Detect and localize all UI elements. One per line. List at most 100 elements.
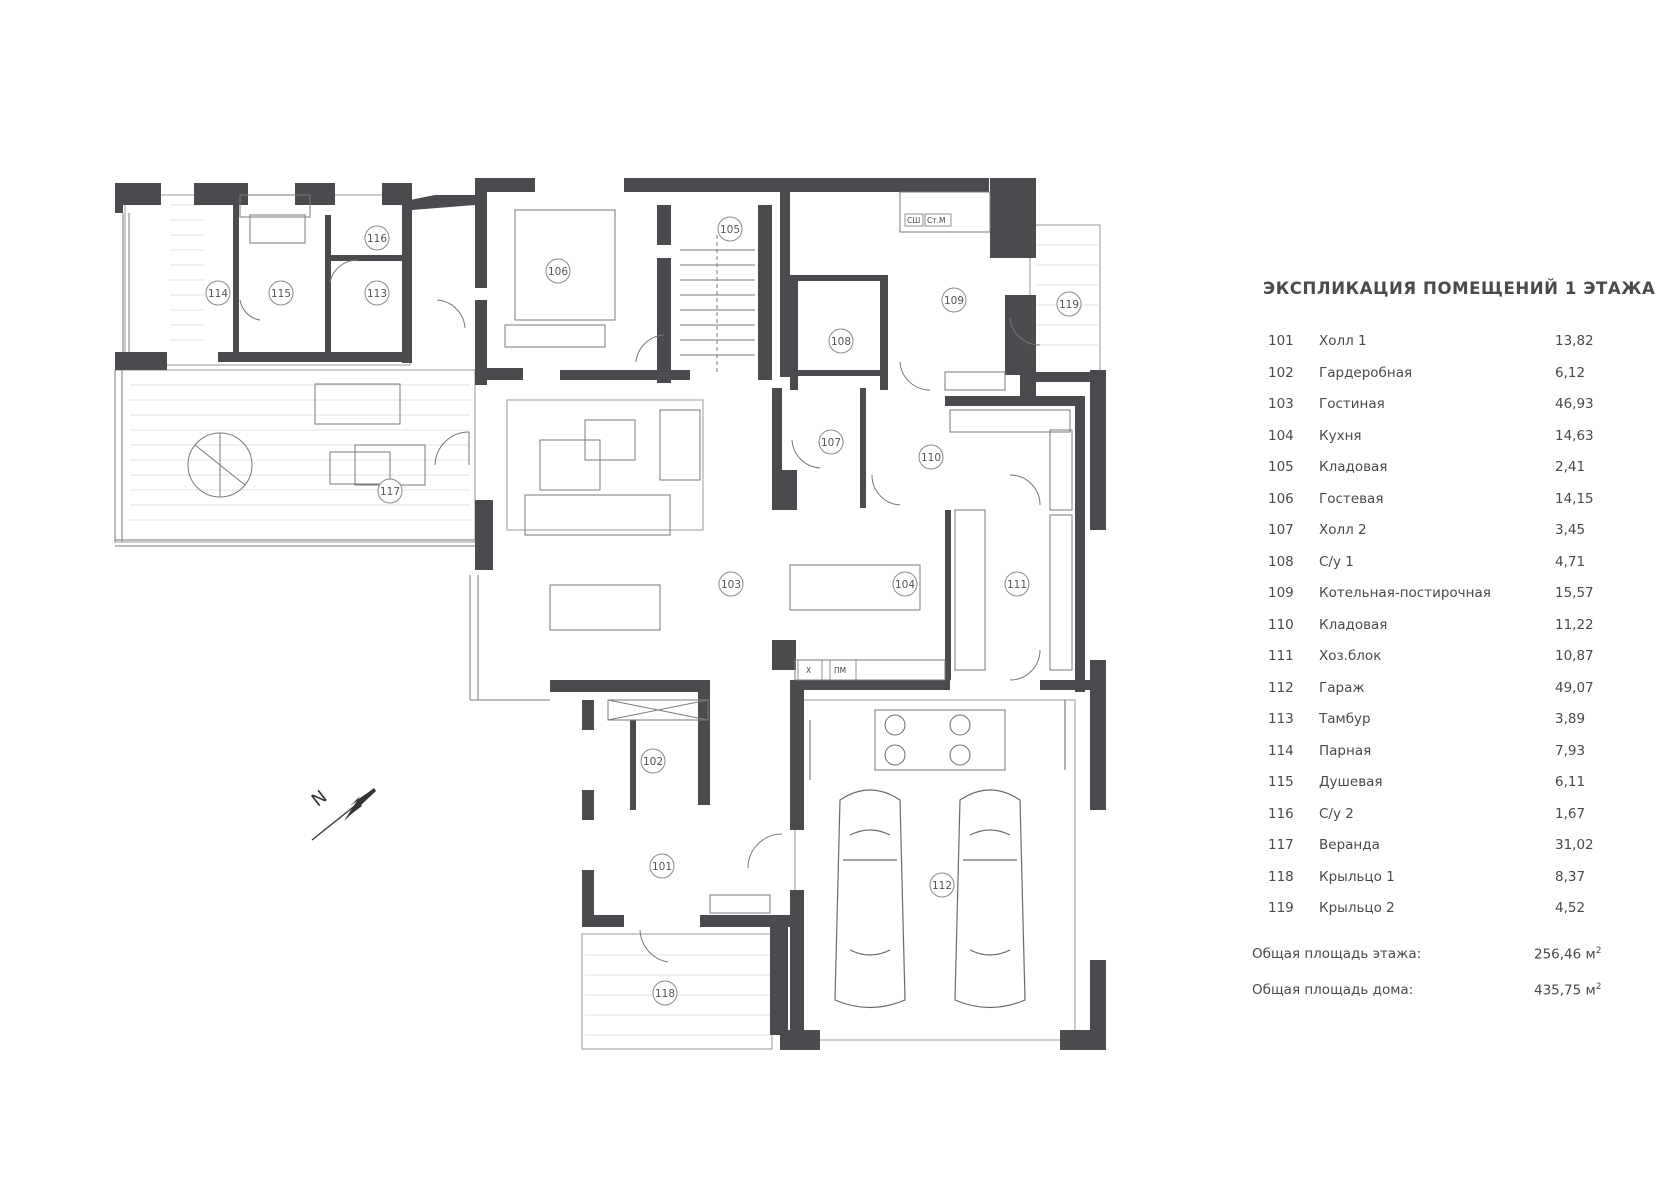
room-area: 11,22: [1555, 617, 1594, 633]
total-value-unit-power: 2: [1595, 982, 1602, 992]
total-label: Общая площадь этажа:: [1252, 946, 1422, 962]
room-number: 102: [1268, 365, 1294, 381]
legend-row: 103 Гостиная 46,93: [0, 396, 1680, 416]
room-number: 116: [1268, 806, 1294, 822]
room-name: Веранда: [1319, 837, 1380, 853]
room-number: 109: [1268, 585, 1294, 601]
room-name: Крыльцо 2: [1319, 900, 1395, 916]
room-area: 3,89: [1555, 711, 1586, 727]
legend-row: 108 С/у 1 4,71: [0, 554, 1680, 574]
room-name: Кухня: [1319, 428, 1362, 444]
room-area: 4,71: [1555, 554, 1586, 570]
room-tag-110: 110: [921, 452, 941, 464]
room-name: Кладовая: [1319, 617, 1388, 633]
room-tag-112: 112: [932, 880, 952, 892]
legend-title: ЭКСПЛИКАЦИЯ ПОМЕЩЕНИЙ 1 ЭТАЖА: [1263, 279, 1656, 298]
total-value-unit-power: 2: [1595, 946, 1602, 956]
room-area: 3,45: [1555, 522, 1586, 538]
room-number: 115: [1268, 774, 1294, 790]
room-name: С/у 2: [1319, 806, 1354, 822]
room-number: 117: [1268, 837, 1294, 853]
room-tag-103: 103: [721, 579, 741, 591]
room-name: Душевая: [1319, 774, 1383, 790]
legend-row: 105 Кладовая 2,41: [0, 459, 1680, 479]
legend-row: 113 Тамбур 3,89: [0, 711, 1680, 731]
legend-row: 117 Веранда 31,02: [0, 837, 1680, 857]
room-name: Холл 1: [1319, 333, 1367, 349]
room-area: 2,41: [1555, 459, 1586, 475]
room-area: 49,07: [1555, 680, 1594, 696]
room-tag-101: 101: [652, 861, 672, 873]
room-number: 112: [1268, 680, 1294, 696]
room-name: Тамбур: [1319, 711, 1371, 727]
room-tag-102: 102: [643, 756, 663, 768]
room-number: 107: [1268, 522, 1294, 538]
room-name: Гостиная: [1319, 396, 1385, 412]
room-number: 111: [1268, 648, 1294, 664]
room-name: Холл 2: [1319, 522, 1367, 538]
room-area: 4,52: [1555, 900, 1586, 916]
room-area: 10,87: [1555, 648, 1594, 664]
room-tag-119: 119: [1059, 299, 1079, 311]
room-number: 105: [1268, 459, 1294, 475]
room-number: 114: [1268, 743, 1294, 759]
room-area: 14,15: [1555, 491, 1594, 507]
room-name: Крыльцо 1: [1319, 869, 1395, 885]
room-tag-115: 115: [271, 288, 291, 300]
fridge-label: Х: [806, 666, 811, 675]
room-name: Хоз.блок: [1319, 648, 1382, 664]
room-number: 104: [1268, 428, 1294, 444]
total-value-text: 435,75 м: [1534, 982, 1596, 999]
room-area: 46,93: [1555, 396, 1594, 412]
room-number: 119: [1268, 900, 1294, 916]
room-area: 15,57: [1555, 585, 1594, 601]
total-value: 256,46 м2: [1534, 946, 1601, 963]
room-name: Гараж: [1319, 680, 1365, 696]
room-area: 7,93: [1555, 743, 1586, 759]
room-name: Кладовая: [1319, 459, 1388, 475]
room-tag-106: 106: [548, 266, 568, 278]
legend-row: 111 Хоз.блок 10,87: [0, 648, 1680, 668]
room-name: С/у 1: [1319, 554, 1354, 570]
room-tag-113: 113: [367, 288, 387, 300]
room-area: 31,02: [1555, 837, 1594, 853]
room-tag-117: 117: [380, 486, 400, 498]
room-area: 14,63: [1555, 428, 1594, 444]
kitchen-dishwasher-label: ПМ: [834, 666, 846, 675]
total-value: 435,75 м2: [1534, 982, 1601, 999]
legend-row: 112 Гараж 49,07: [0, 680, 1680, 700]
room-area: 1,67: [1555, 806, 1586, 822]
room-tag-116: 116: [367, 233, 387, 245]
room-area: 6,11: [1555, 774, 1586, 790]
dishwasher-label: СШ: [907, 216, 920, 225]
room-tag-104: 104: [895, 579, 915, 591]
legend-row: 101 Холл 1 13,82: [0, 333, 1680, 353]
total-value-text: 256,46 м: [1534, 946, 1596, 963]
legend-row: 109 Котельная-постирочная 15,57: [0, 585, 1680, 605]
room-number: 108: [1268, 554, 1294, 570]
room-tag-108: 108: [831, 336, 851, 348]
washer-label: Ст.М: [927, 216, 945, 225]
room-tag-107: 107: [821, 437, 841, 449]
legend-row: 107 Холл 2 3,45: [0, 522, 1680, 542]
room-tag-111: 111: [1007, 579, 1027, 591]
room-area: 8,37: [1555, 869, 1586, 885]
room-area: 6,12: [1555, 365, 1586, 381]
room-tag-109: 109: [944, 295, 964, 307]
legend-row: 119 Крыльцо 2 4,52: [0, 900, 1680, 920]
room-number: 113: [1268, 711, 1294, 727]
room-name: Котельная-постирочная: [1319, 585, 1491, 601]
room-number: 110: [1268, 617, 1294, 633]
legend-row: 110 Кладовая 11,22: [0, 617, 1680, 637]
room-tag-118: 118: [655, 988, 675, 1000]
room-tag-114: 114: [208, 288, 228, 300]
room-number: 101: [1268, 333, 1294, 349]
room-area: 13,82: [1555, 333, 1594, 349]
room-name: Гостевая: [1319, 491, 1384, 507]
room-number: 103: [1268, 396, 1294, 412]
